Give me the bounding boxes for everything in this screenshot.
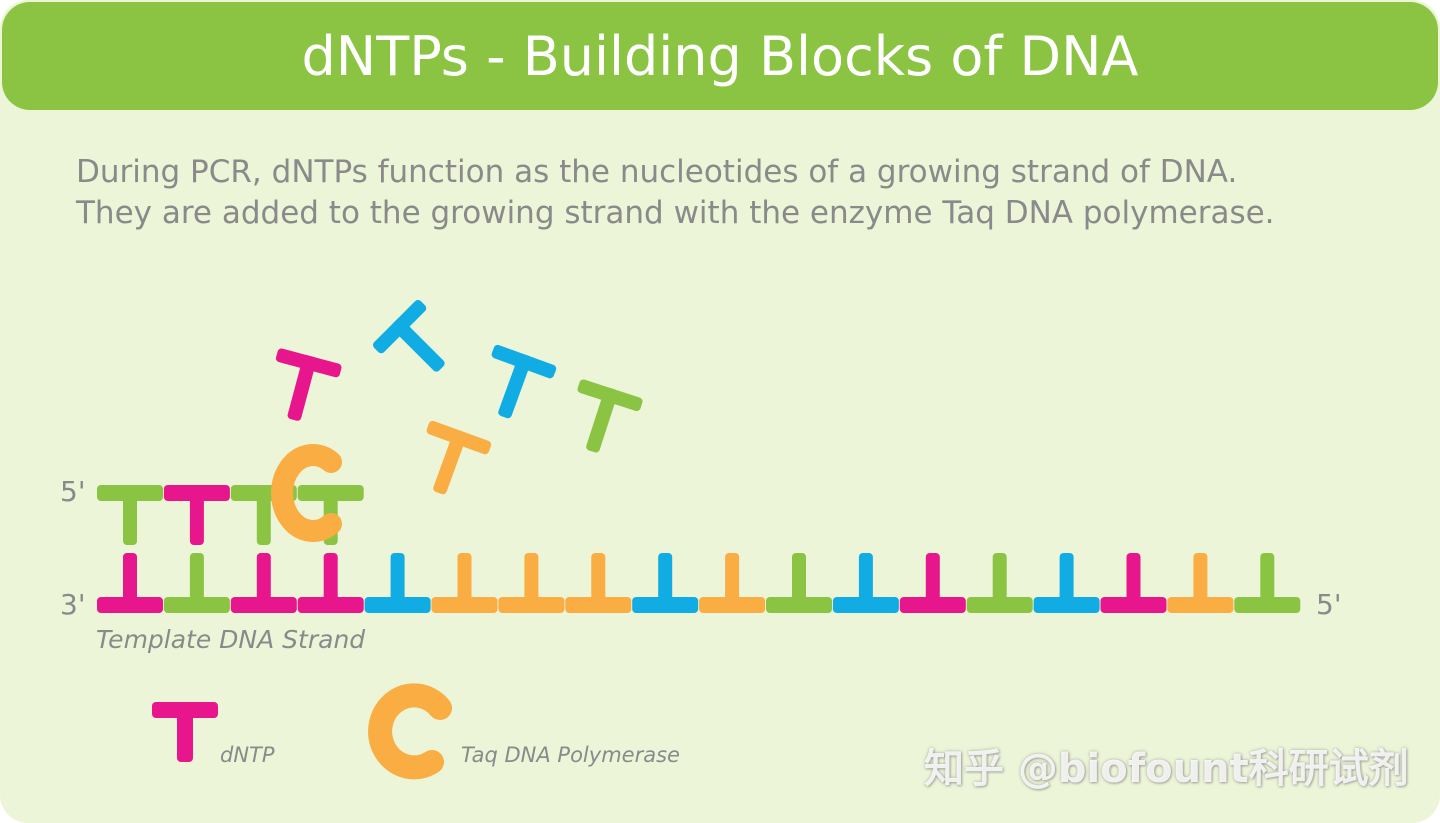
template-strand-caption: Template DNA Strand (96, 625, 365, 654)
intro-text: During PCR, dNTPs function as the nucleo… (76, 152, 1396, 234)
free-dntp (372, 299, 445, 372)
template-nucleotide (1167, 553, 1234, 613)
legend-dntp-icon (152, 702, 218, 762)
template-nucleotide (431, 553, 498, 613)
template-strand (97, 553, 1301, 613)
legend-dntp-label: dNTP (220, 743, 275, 767)
template-nucleotide (163, 553, 230, 613)
template-nucleotide (966, 553, 1033, 613)
page-title: dNTPs - Building Blocks of DNA (301, 24, 1139, 88)
free-dntps (275, 299, 643, 495)
free-dntp (491, 344, 557, 419)
template-nucleotide (1100, 553, 1167, 613)
free-dntp (577, 379, 643, 453)
legend-polymerase-icon (368, 683, 452, 780)
title-banner: dNTPs - Building Blocks of DNA (2, 2, 1438, 110)
template-nucleotide (832, 553, 899, 613)
template-nucleotide (230, 553, 297, 613)
template-nucleotide (699, 553, 766, 613)
template-5prime-label: 5' (1316, 588, 1342, 621)
growing-nucleotide (163, 485, 230, 545)
watermark: 知乎 @biofount科研试剂 (924, 746, 1409, 792)
template-nucleotide (565, 553, 632, 613)
template-nucleotide (899, 553, 966, 613)
legend-polymerase-label: Taq DNA Polymerase (461, 743, 680, 767)
free-dntp (275, 348, 342, 421)
template-nucleotide (766, 553, 832, 613)
free-dntp (426, 420, 492, 495)
taq-polymerase-on-strand (271, 444, 342, 542)
template-nucleotide (632, 553, 699, 613)
template-nucleotide (1033, 553, 1100, 613)
template-nucleotide (297, 553, 364, 613)
template-nucleotide (1234, 553, 1301, 613)
intro-line-2: They are added to the growing strand wit… (76, 195, 1275, 231)
new-strand-5prime-label: 5' (60, 475, 86, 508)
template-nucleotide (498, 553, 565, 613)
legend: dNTP Taq DNA Polymerase (152, 683, 680, 780)
growing-nucleotide (97, 485, 163, 545)
template-3prime-label: 3' (60, 588, 86, 621)
template-nucleotide (97, 553, 163, 613)
intro-line-1: During PCR, dNTPs function as the nucleo… (76, 154, 1238, 190)
template-nucleotide (364, 553, 431, 613)
